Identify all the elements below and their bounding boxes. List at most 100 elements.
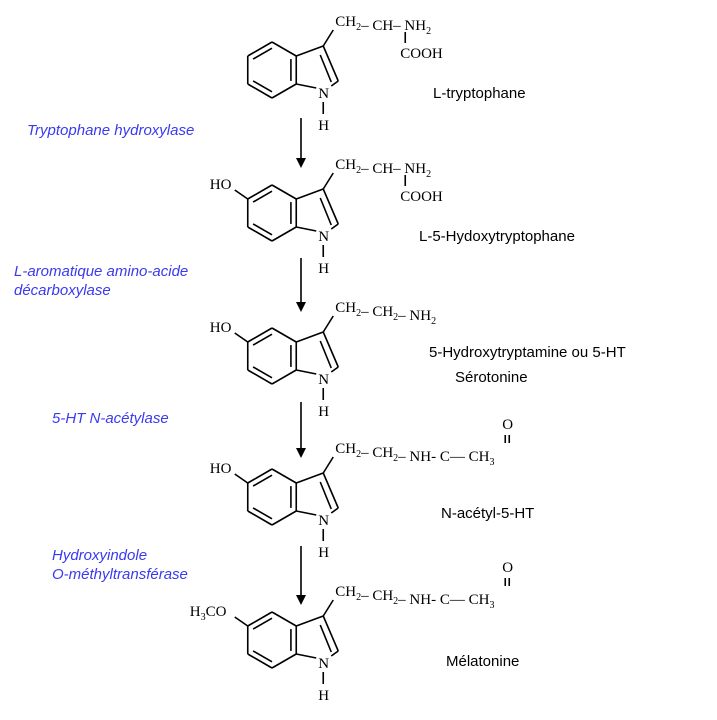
bond [295, 331, 324, 343]
compound-name: 5-Hydroxytryptamine ou 5-HT [429, 344, 626, 361]
bond [247, 226, 273, 242]
formula-subscript: 3 [489, 457, 494, 468]
bond [330, 650, 339, 657]
bond [271, 83, 297, 99]
formula-subscript: 3 [489, 600, 494, 611]
reaction-arrow-1 [296, 118, 306, 168]
hydrogen-atom: H [318, 545, 329, 561]
formula-part: – CH– NH [360, 161, 426, 177]
bond [322, 615, 339, 652]
enzyme-label-1: Tryptophane hydroxylase [27, 122, 194, 139]
carbonyl-oxygen: O [502, 560, 513, 576]
formula-subscript: 2 [356, 449, 361, 460]
formula-subscript: 2 [356, 308, 361, 319]
substituent-main: HO [210, 461, 232, 477]
side-chain-formula: CH2– CH2– NH- C— CH3 [335, 584, 494, 611]
ring-substituent: HO [210, 461, 232, 477]
bond [252, 80, 273, 93]
formula-subscript: 2 [426, 26, 431, 37]
bond [296, 369, 317, 375]
hydrogen-atom: H [318, 118, 329, 134]
arrow-head [296, 302, 306, 312]
bond [322, 456, 334, 474]
bond [295, 472, 324, 484]
reaction-arrow-3 [296, 402, 306, 458]
bond [330, 507, 339, 514]
bond [322, 315, 334, 333]
enzyme-name-line: L-aromatique amino-acide [14, 263, 188, 280]
bond [271, 184, 297, 200]
bond [322, 472, 339, 509]
nitrogen-atom: N [318, 86, 329, 102]
formula-subscript: 2 [426, 169, 431, 180]
ring-substituent: HO [210, 177, 232, 193]
compound-name: L-5-Hydoxytryptophane [419, 228, 575, 245]
bond [234, 473, 249, 484]
formula-subscript: 2 [393, 453, 398, 464]
bond [296, 510, 317, 516]
bond [247, 510, 273, 526]
bond [295, 45, 324, 57]
hydrogen-atom: H [318, 261, 329, 277]
formula-part: – CH [360, 588, 393, 604]
formula-subscript: 2 [356, 22, 361, 33]
substituent-main: HO [210, 177, 232, 193]
ring-substituent: HO [210, 320, 232, 336]
bond [247, 468, 273, 484]
bond [271, 653, 297, 669]
enzyme-name-line: Hydroxyindole [52, 547, 147, 564]
bond [296, 653, 317, 659]
substituent-tail: CO [206, 604, 227, 620]
bond [252, 474, 273, 487]
bond [252, 366, 273, 379]
carbonyl-oxygen: O [502, 417, 513, 433]
bond [271, 41, 297, 57]
formula-subscript: 2 [356, 592, 361, 603]
nitrogen-atom: N [318, 372, 329, 388]
compound-name: Mélatonine [446, 653, 519, 670]
bond [322, 188, 339, 225]
bond [234, 332, 249, 343]
carboxyl-group: COOH [400, 46, 443, 62]
bond [252, 47, 273, 60]
formula-subscript: 2 [356, 165, 361, 176]
formula-part: CH [335, 300, 356, 316]
bond [247, 327, 273, 343]
bond [271, 510, 297, 526]
bond [295, 615, 324, 627]
bond [247, 41, 273, 57]
reaction-arrow-2 [296, 258, 306, 312]
formula-part: CH [335, 14, 356, 30]
bond [252, 507, 273, 520]
bond [247, 653, 273, 669]
bond [247, 184, 273, 200]
bond [252, 617, 273, 630]
enzyme-name-line: Tryptophane hydroxylase [27, 122, 194, 139]
formula-part: CH [335, 157, 356, 173]
bond [296, 226, 317, 232]
bond [319, 340, 332, 369]
arrow-head [296, 158, 306, 168]
formula-part: CH [335, 584, 356, 600]
bond [234, 189, 249, 200]
formula-part: – NH- C— CH [397, 592, 489, 608]
bond [247, 611, 273, 627]
bond [330, 366, 339, 373]
enzyme-name-line: 5-HT N-acétylase [52, 410, 169, 427]
compound-name: N-acétyl-5-HT [441, 505, 534, 522]
bond [319, 54, 332, 83]
formula-part: – CH [360, 304, 393, 320]
bond [322, 172, 334, 190]
formula-part: – CH [360, 445, 393, 461]
substituent-main: H [190, 604, 201, 620]
side-chain-formula: CH2– CH– NH2 [335, 157, 431, 180]
formula-part: – CH– NH [360, 18, 426, 34]
enzyme-name-line: O-méthyltransférase [52, 566, 188, 583]
side-chain-formula: CH2– CH2– NH- C— CH3 [335, 441, 494, 468]
compound-common-name: Sérotonine [455, 369, 528, 386]
